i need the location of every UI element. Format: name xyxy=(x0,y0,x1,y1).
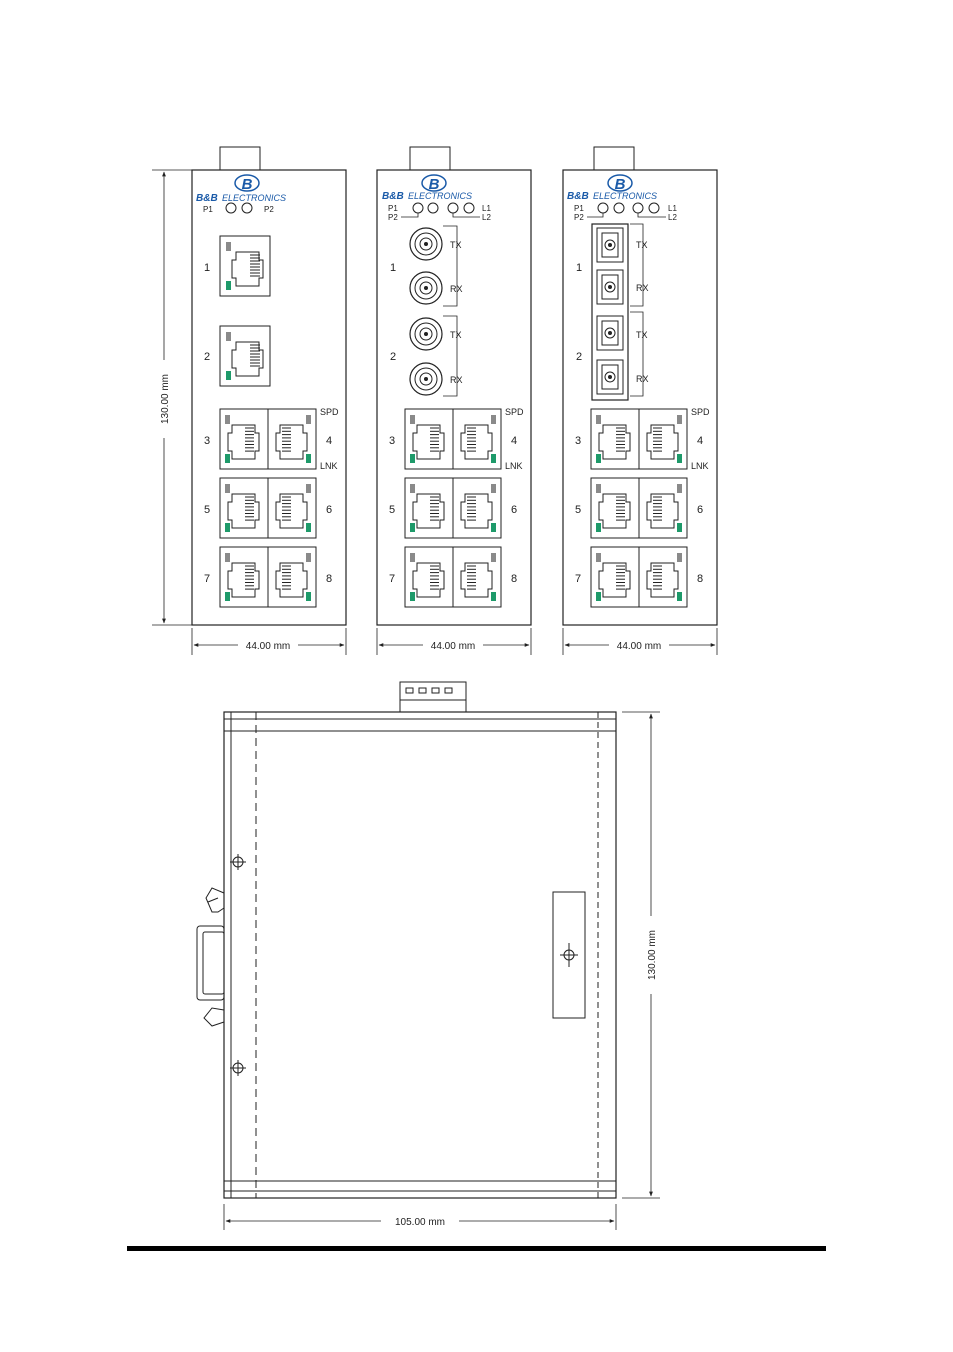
dimension-height-label: 130.00 mm xyxy=(160,374,171,424)
port-number: 8 xyxy=(511,573,517,585)
led-label-p2: P2 xyxy=(264,205,274,214)
led-label-p1: P1 xyxy=(203,205,213,214)
port-number: 7 xyxy=(204,573,210,585)
lnk-label: LNK xyxy=(320,461,338,471)
port-number: 2 xyxy=(204,351,210,363)
port-number: 4 xyxy=(511,435,517,447)
port-number: 8 xyxy=(326,573,332,585)
led-label-l1: L1 xyxy=(482,204,491,213)
port-number: 6 xyxy=(511,504,517,516)
port-number: 6 xyxy=(326,504,332,516)
sc-connector xyxy=(597,360,623,394)
led-label-l2: L2 xyxy=(668,213,677,222)
port-number: 7 xyxy=(389,573,395,585)
brand-name: B&B xyxy=(196,193,218,204)
port-number: 8 xyxy=(697,573,703,585)
led-label-p1: P1 xyxy=(574,204,584,213)
led-label-l2: L2 xyxy=(482,213,491,222)
port-number: 5 xyxy=(575,504,581,516)
side-view xyxy=(197,682,616,1198)
spd-label: SPD xyxy=(320,407,339,417)
din-rail-clip xyxy=(197,888,224,1026)
spd-label: SPD xyxy=(505,407,524,417)
port-number: 5 xyxy=(204,504,210,516)
lnk-label: LNK xyxy=(691,461,709,471)
port-number: 4 xyxy=(697,435,703,447)
port-number: 1 xyxy=(390,262,396,274)
port-number: 3 xyxy=(575,435,581,447)
brand-name: B&B xyxy=(382,191,404,202)
dimension-width-label: 44.00 mm xyxy=(431,641,475,652)
port-number: 2 xyxy=(576,351,582,363)
port-number: 6 xyxy=(697,504,703,516)
tx-label: TX xyxy=(636,240,648,250)
sc-connector xyxy=(597,316,623,350)
port-number: 1 xyxy=(204,262,210,274)
sc-connector xyxy=(597,270,623,304)
dimension-width-label: 44.00 mm xyxy=(617,641,661,652)
port-number: 3 xyxy=(389,435,395,447)
port-number: 7 xyxy=(575,573,581,585)
rx-label: RX xyxy=(636,283,649,293)
dimension-depth-label: 105.00 mm xyxy=(395,1217,445,1228)
led-label-p2: P2 xyxy=(388,213,398,222)
spd-label: SPD xyxy=(691,407,710,417)
tx-label: TX xyxy=(450,240,462,250)
lnk-label: LNK xyxy=(505,461,523,471)
st-connector xyxy=(410,272,442,304)
rx-label: RX xyxy=(450,284,463,294)
port-number: 4 xyxy=(326,435,332,447)
st-connector xyxy=(410,228,442,260)
tx-label: TX xyxy=(450,330,462,340)
rx-label: RX xyxy=(636,374,649,384)
st-connector xyxy=(410,363,442,395)
st-connector xyxy=(410,318,442,350)
brand-subtitle: ELECTRONICS xyxy=(222,193,286,203)
brand-subtitle: ELECTRONICS xyxy=(593,191,657,201)
port-number: 2 xyxy=(390,351,396,363)
port-number: 1 xyxy=(576,262,582,274)
port-number: 5 xyxy=(389,504,395,516)
dimension-height-label: 130.00 mm xyxy=(647,930,658,980)
footer-rule xyxy=(127,1246,826,1251)
led-label-p2: P2 xyxy=(574,213,584,222)
logo-letter: B xyxy=(242,176,253,193)
brand-name: B&B xyxy=(567,191,589,202)
brand-subtitle: ELECTRONICS xyxy=(408,191,472,201)
rx-label: RX xyxy=(450,375,463,385)
tx-label: TX xyxy=(636,330,648,340)
dimension-width-label: 44.00 mm xyxy=(246,641,290,652)
port-number: 3 xyxy=(204,435,210,447)
led-label-p1: P1 xyxy=(388,204,398,213)
led-label-l1: L1 xyxy=(668,204,677,213)
sc-connector xyxy=(597,228,623,262)
